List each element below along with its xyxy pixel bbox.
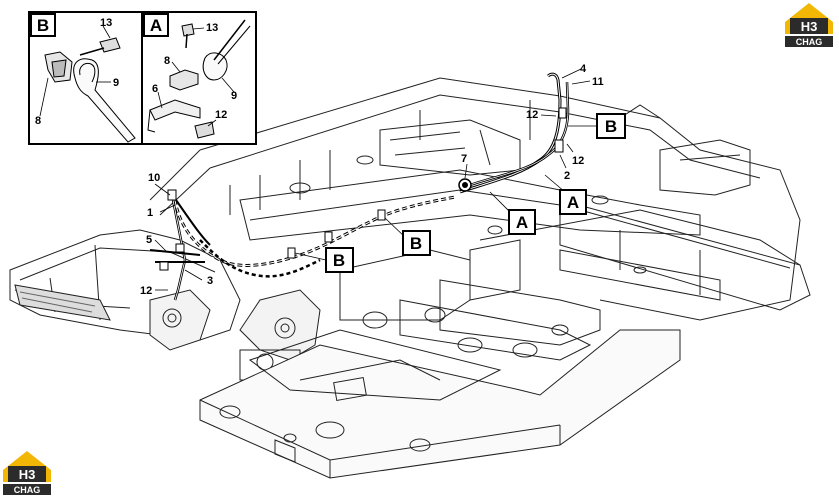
svg-text:CHAG: CHAG xyxy=(796,37,823,47)
svg-text:H3: H3 xyxy=(19,467,36,482)
svg-text:B: B xyxy=(37,16,49,35)
svg-text:A: A xyxy=(150,16,162,35)
inset-a-parts xyxy=(147,19,251,139)
callout-12-right: 12 xyxy=(572,155,584,167)
callout-labels: 4 11 12 12 7 2 10 1 5 3 12 xyxy=(140,63,604,297)
callout-5: 5 xyxy=(146,234,152,246)
callout-3: 3 xyxy=(207,275,213,287)
inset-b-parts xyxy=(44,37,136,143)
inset-panel-a-label: A xyxy=(143,13,169,37)
inset-a-callout-9: 9 xyxy=(231,90,237,102)
detail-tag-b-upper-right: B xyxy=(596,113,626,139)
inset-a-callout-12: 12 xyxy=(215,109,227,121)
callout-12-left: 12 xyxy=(140,285,152,297)
detail-tag-a-middle: A xyxy=(508,209,536,235)
inset-panel-b-label: B xyxy=(30,13,56,37)
detail-tags: B A A B B xyxy=(325,113,626,273)
detail-tag-b-middle: B xyxy=(402,230,431,256)
svg-text:CHAG: CHAG xyxy=(14,485,41,495)
leader-lines xyxy=(154,68,596,291)
inset-a-leaders xyxy=(157,27,235,127)
excavator-frame xyxy=(9,77,811,479)
inset-a-callout-13: 13 xyxy=(206,22,218,34)
callout-10: 10 xyxy=(148,172,160,184)
brand-logo-top-right: H3 CHAG xyxy=(785,3,833,47)
callout-12-top: 12 xyxy=(526,109,538,121)
svg-text:B: B xyxy=(605,117,617,136)
detail-tag-b-lower: B xyxy=(325,247,354,273)
detail-tag-a-upper: A xyxy=(559,189,587,215)
svg-text:A: A xyxy=(516,213,528,232)
callout-11: 11 xyxy=(592,76,604,88)
callout-2: 2 xyxy=(564,170,570,182)
brand-logo-bottom-left: H3 CHAG xyxy=(3,451,51,495)
inset-b-callout-8: 8 xyxy=(35,115,41,127)
inset-a-callout-6: 6 xyxy=(152,83,158,95)
callout-1: 1 xyxy=(147,207,153,219)
inset-b-callout-9: 9 xyxy=(113,77,119,89)
inset-b-callout-13: 13 xyxy=(100,17,112,29)
callout-4: 4 xyxy=(580,63,587,75)
svg-text:B: B xyxy=(333,251,345,270)
hose-routing xyxy=(149,72,570,301)
inset-a-callout-8: 8 xyxy=(164,55,170,67)
svg-text:A: A xyxy=(567,193,579,212)
callout-7: 7 xyxy=(461,153,467,165)
inset-detail-box: B A 13 9 8 xyxy=(28,11,257,145)
svg-text:B: B xyxy=(410,234,422,253)
inset-b-leaders xyxy=(39,25,111,117)
svg-text:H3: H3 xyxy=(801,19,818,34)
